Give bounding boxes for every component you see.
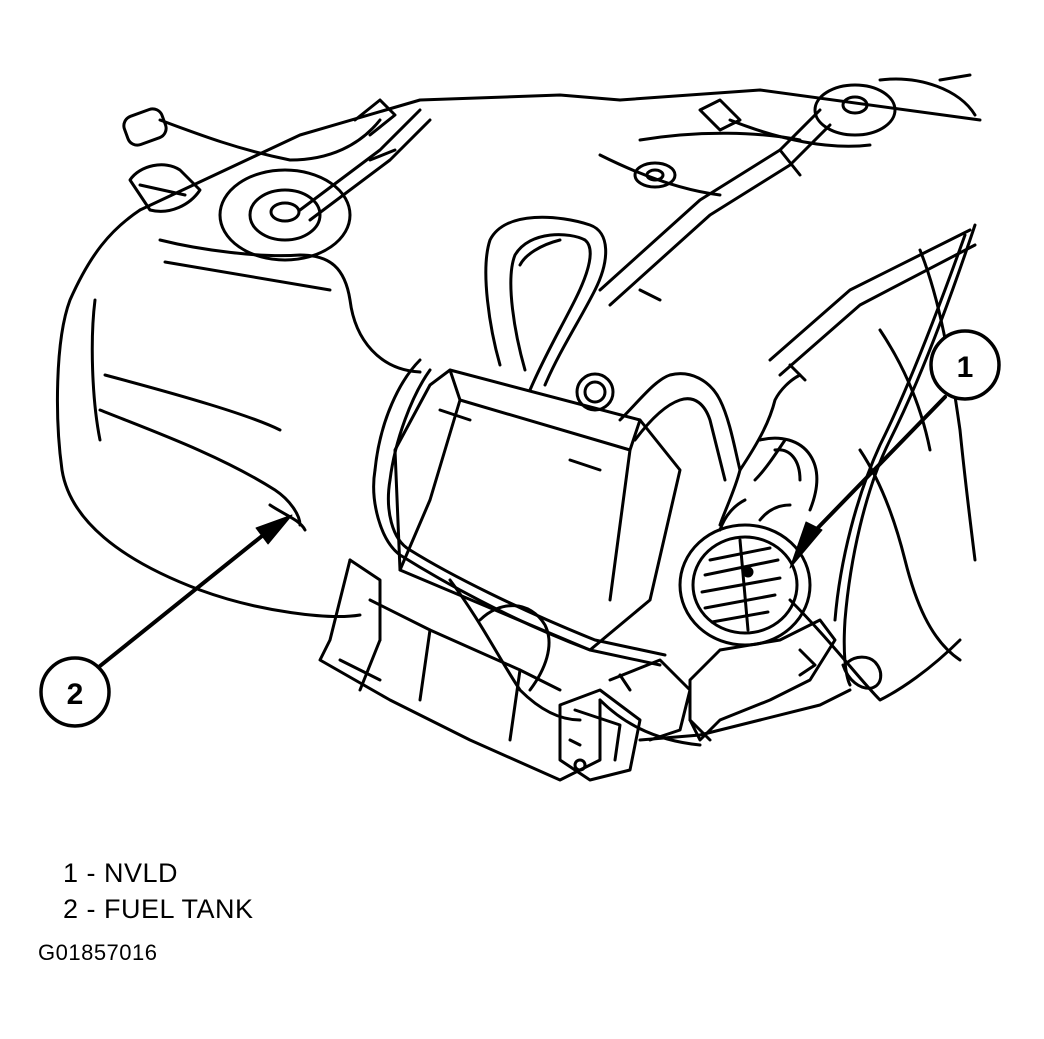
legend-number: 2	[63, 894, 79, 924]
callout-2-label: 2	[67, 678, 84, 711]
legend-number: 1	[63, 858, 79, 888]
legend-item-fuel-tank: 2 - FUEL TANK	[63, 891, 254, 927]
filler-fittings	[122, 98, 432, 262]
fuel-system-illustration: 1 2	[39, 73, 1001, 782]
legend-separator: -	[78, 858, 105, 888]
legend: 1 - NVLD 2 - FUEL TANK	[63, 855, 254, 927]
callout-1-label: 1	[957, 351, 974, 384]
tank-strap	[833, 223, 977, 690]
legend-label: FUEL TANK	[104, 894, 254, 924]
figure-id: G01857016	[38, 940, 158, 965]
callout-1: 1	[789, 329, 1001, 569]
vapor-lines	[484, 98, 977, 392]
evap-canister	[318, 368, 682, 782]
legend-separator: -	[78, 894, 105, 924]
legend-label: NVLD	[104, 858, 179, 888]
nvld	[678, 498, 837, 742]
callout-2: 2	[39, 514, 293, 728]
legend-item-nvld: 1 - NVLD	[63, 855, 254, 891]
fuel-tank	[55, 73, 982, 742]
